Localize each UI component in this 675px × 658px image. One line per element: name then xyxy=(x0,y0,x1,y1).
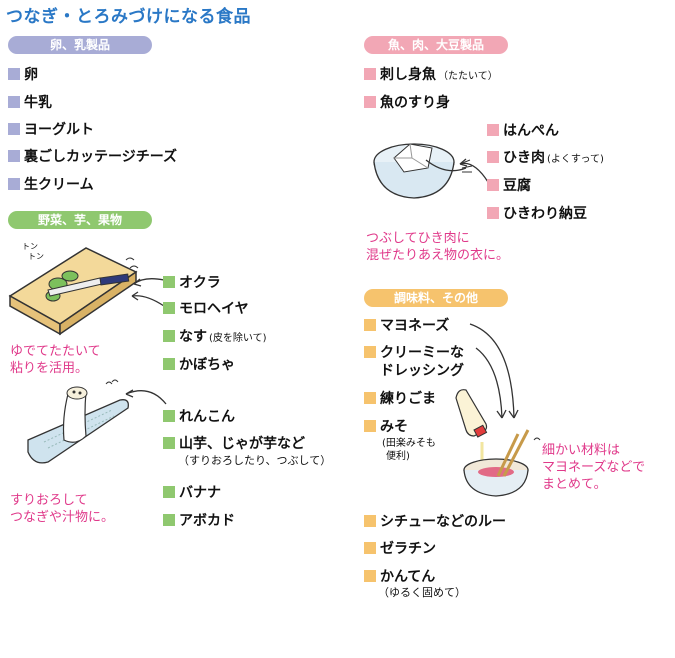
bullet xyxy=(163,358,175,370)
bullet xyxy=(163,486,175,498)
list-item: バナナ xyxy=(163,482,221,502)
tip-text: ゆでてたたいて 粘りを活用。 xyxy=(10,344,101,376)
item-note: （ゆるく固めて） xyxy=(378,586,466,599)
list-item: 生クリーム xyxy=(8,174,94,194)
category-vegetables: 野菜、芋、果物 xyxy=(8,211,152,229)
bullet xyxy=(163,437,175,449)
list-item: オクラ xyxy=(163,272,221,292)
bullet xyxy=(487,151,499,163)
item-note: （すりおろしたり、つぶして） xyxy=(178,454,332,467)
bullet xyxy=(364,96,376,108)
list-item: クリーミーな xyxy=(364,342,464,362)
category-seasoning: 調味料、その他 xyxy=(364,289,508,307)
bullet xyxy=(364,68,376,80)
list-item: かんてん xyxy=(364,566,435,586)
list-item: マヨネーズ xyxy=(364,315,449,335)
list-item: 魚のすり身 xyxy=(364,92,450,112)
list-item: 卵 xyxy=(8,64,38,84)
list-item: はんぺん xyxy=(487,120,559,140)
bullet xyxy=(8,96,20,108)
bullet xyxy=(364,346,376,358)
item-note: (田楽みそも 便利) xyxy=(382,438,436,462)
list-item: 練りごま xyxy=(364,388,436,408)
bullet xyxy=(487,207,499,219)
bullet xyxy=(163,410,175,422)
bullet xyxy=(487,179,499,191)
arrow-icon xyxy=(131,278,165,307)
bullet xyxy=(364,542,376,554)
bullet xyxy=(8,68,20,80)
sound-effect: トン トン xyxy=(22,242,44,261)
mayonnaise-bowl-illustration xyxy=(455,389,541,497)
list-item: アボカド xyxy=(163,510,235,530)
bullet xyxy=(163,302,175,314)
bullet xyxy=(163,514,175,526)
list-item: ヨーグルト xyxy=(8,119,94,139)
list-item: なす(皮を除いて) xyxy=(163,326,267,346)
arrow-icon xyxy=(125,389,167,405)
bullet xyxy=(364,319,376,331)
bullet xyxy=(8,123,20,135)
arrow-icon xyxy=(459,158,489,183)
list-item: れんこん xyxy=(163,406,235,426)
list-item: ゼラチン xyxy=(364,538,436,558)
list-item: 刺し身魚（たたいて） xyxy=(364,64,498,84)
bullet xyxy=(163,330,175,342)
list-item: 山芋、じゃが芋など xyxy=(163,433,305,453)
cutting-board-illustration xyxy=(8,247,139,336)
list-item: ひき肉(よくすって) xyxy=(487,147,604,167)
bullet xyxy=(364,570,376,582)
tip-text: 細かい材料は マヨネーズなどで まとめて。 xyxy=(542,443,646,492)
category-fish-meat: 魚、肉、大豆製品 xyxy=(364,36,508,54)
arrow-icon xyxy=(469,323,519,419)
bullet xyxy=(163,276,175,288)
list-item: ひきわり納豆 xyxy=(487,203,587,223)
tip-text: すりおろして つなぎや汁物に。 xyxy=(10,493,115,525)
list-item-continuation: ドレッシング xyxy=(380,363,464,379)
bullet xyxy=(364,515,376,527)
list-item: 豆腐 xyxy=(487,175,531,195)
page-title: つなぎ・とろみづけになる食品 xyxy=(6,7,251,27)
list-item: モロヘイヤ xyxy=(163,298,249,318)
list-item: かぼちゃ xyxy=(163,354,235,374)
bullet xyxy=(487,124,499,136)
list-item: 裏ごしカッテージチーズ xyxy=(8,146,177,166)
list-item: 牛乳 xyxy=(8,92,52,112)
list-item: シチューなどのルー xyxy=(364,511,506,531)
bullet xyxy=(8,150,20,162)
tofu-bowl-illustration xyxy=(373,143,473,199)
grater-illustration xyxy=(27,379,129,464)
bullet xyxy=(8,178,20,190)
bullet xyxy=(364,420,376,432)
category-eggs-dairy: 卵、乳製品 xyxy=(8,36,152,54)
list-item: みそ xyxy=(364,416,408,436)
bullet xyxy=(364,392,376,404)
tip-text: つぶしてひき肉に 混ぜたりあえ物の衣に。 xyxy=(366,231,510,263)
